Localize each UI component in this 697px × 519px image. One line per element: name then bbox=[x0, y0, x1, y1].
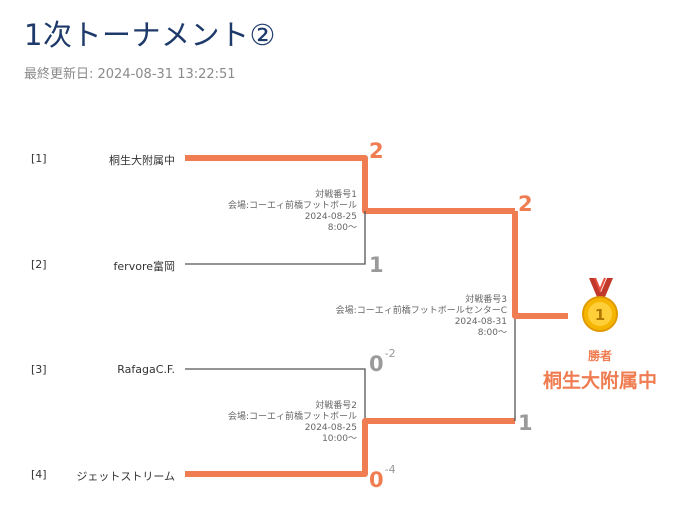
svg-text:1: 1 bbox=[595, 306, 605, 324]
page-title: 1次トーナメント② bbox=[24, 18, 276, 52]
score-value: 0 bbox=[369, 468, 384, 492]
match-info-3: 対戦番号3 会場:コーエィ前橋フットボールセンターC 2024-08-31 8:… bbox=[307, 295, 507, 339]
match-info-1: 対戦番号1 会場:コーエィ前橋フットボール 2024-08-25 8:00〜 bbox=[157, 190, 357, 234]
seed-label: [1] bbox=[31, 152, 47, 165]
match-time: 10:00〜 bbox=[322, 434, 357, 444]
match-date: 2024-08-31 bbox=[454, 317, 507, 327]
score-match2-team4: 0-4 bbox=[369, 463, 396, 492]
seed-label: [4] bbox=[31, 468, 47, 481]
match-time: 8:00〜 bbox=[477, 328, 507, 338]
pk-score: -2 bbox=[384, 347, 396, 360]
score-final-bottom: 1 bbox=[518, 411, 533, 435]
match-venue: 会場:コーエィ前橋フットボール bbox=[227, 412, 357, 422]
match-time: 8:00〜 bbox=[327, 223, 357, 233]
pk-score: -4 bbox=[384, 463, 396, 476]
line-final-winner bbox=[512, 211, 568, 319]
champion-label: 勝者 bbox=[587, 349, 612, 363]
score-match1-team2: 1 bbox=[369, 253, 384, 277]
team-name[interactable]: 桐生大附属中 bbox=[109, 154, 175, 167]
team-name[interactable]: ジェットストリーム bbox=[76, 470, 175, 483]
team-name[interactable]: RafagaC.F. bbox=[117, 363, 175, 376]
score-match1-team1: 2 bbox=[369, 139, 384, 163]
score-value: 0 bbox=[369, 352, 384, 376]
score-match2-team3: 0-2 bbox=[369, 347, 396, 376]
match-info-2: 対戦番号2 会場:コーエィ前橋フットボール 2024-08-25 10:00〜 bbox=[157, 401, 357, 445]
match-number: 対戦番号1 bbox=[315, 190, 357, 200]
team-name[interactable]: fervore富岡 bbox=[113, 260, 175, 273]
gold-medal-icon: 1 bbox=[582, 277, 618, 332]
score-final-top: 2 bbox=[518, 192, 533, 216]
line-team2 bbox=[185, 211, 366, 265]
match-number: 対戦番号3 bbox=[465, 295, 507, 305]
last-updated: 最終更新日: 2024-08-31 13:22:51 bbox=[24, 67, 236, 82]
match-date: 2024-08-25 bbox=[304, 423, 357, 433]
seed-label: [3] bbox=[31, 363, 47, 376]
champion-name[interactable]: 桐生大附属中 bbox=[542, 370, 657, 392]
line-team1-winner bbox=[185, 155, 515, 214]
match-venue: 会場:コーエィ前橋フットボール bbox=[227, 201, 357, 211]
seed-label: [2] bbox=[31, 258, 47, 271]
line-team4-winner bbox=[185, 418, 515, 477]
match-date: 2024-08-25 bbox=[304, 212, 357, 222]
line-team3 bbox=[185, 368, 366, 421]
match-venue: 会場:コーエィ前橋フットボールセンターC bbox=[335, 306, 507, 316]
match-number: 対戦番号2 bbox=[315, 401, 357, 411]
